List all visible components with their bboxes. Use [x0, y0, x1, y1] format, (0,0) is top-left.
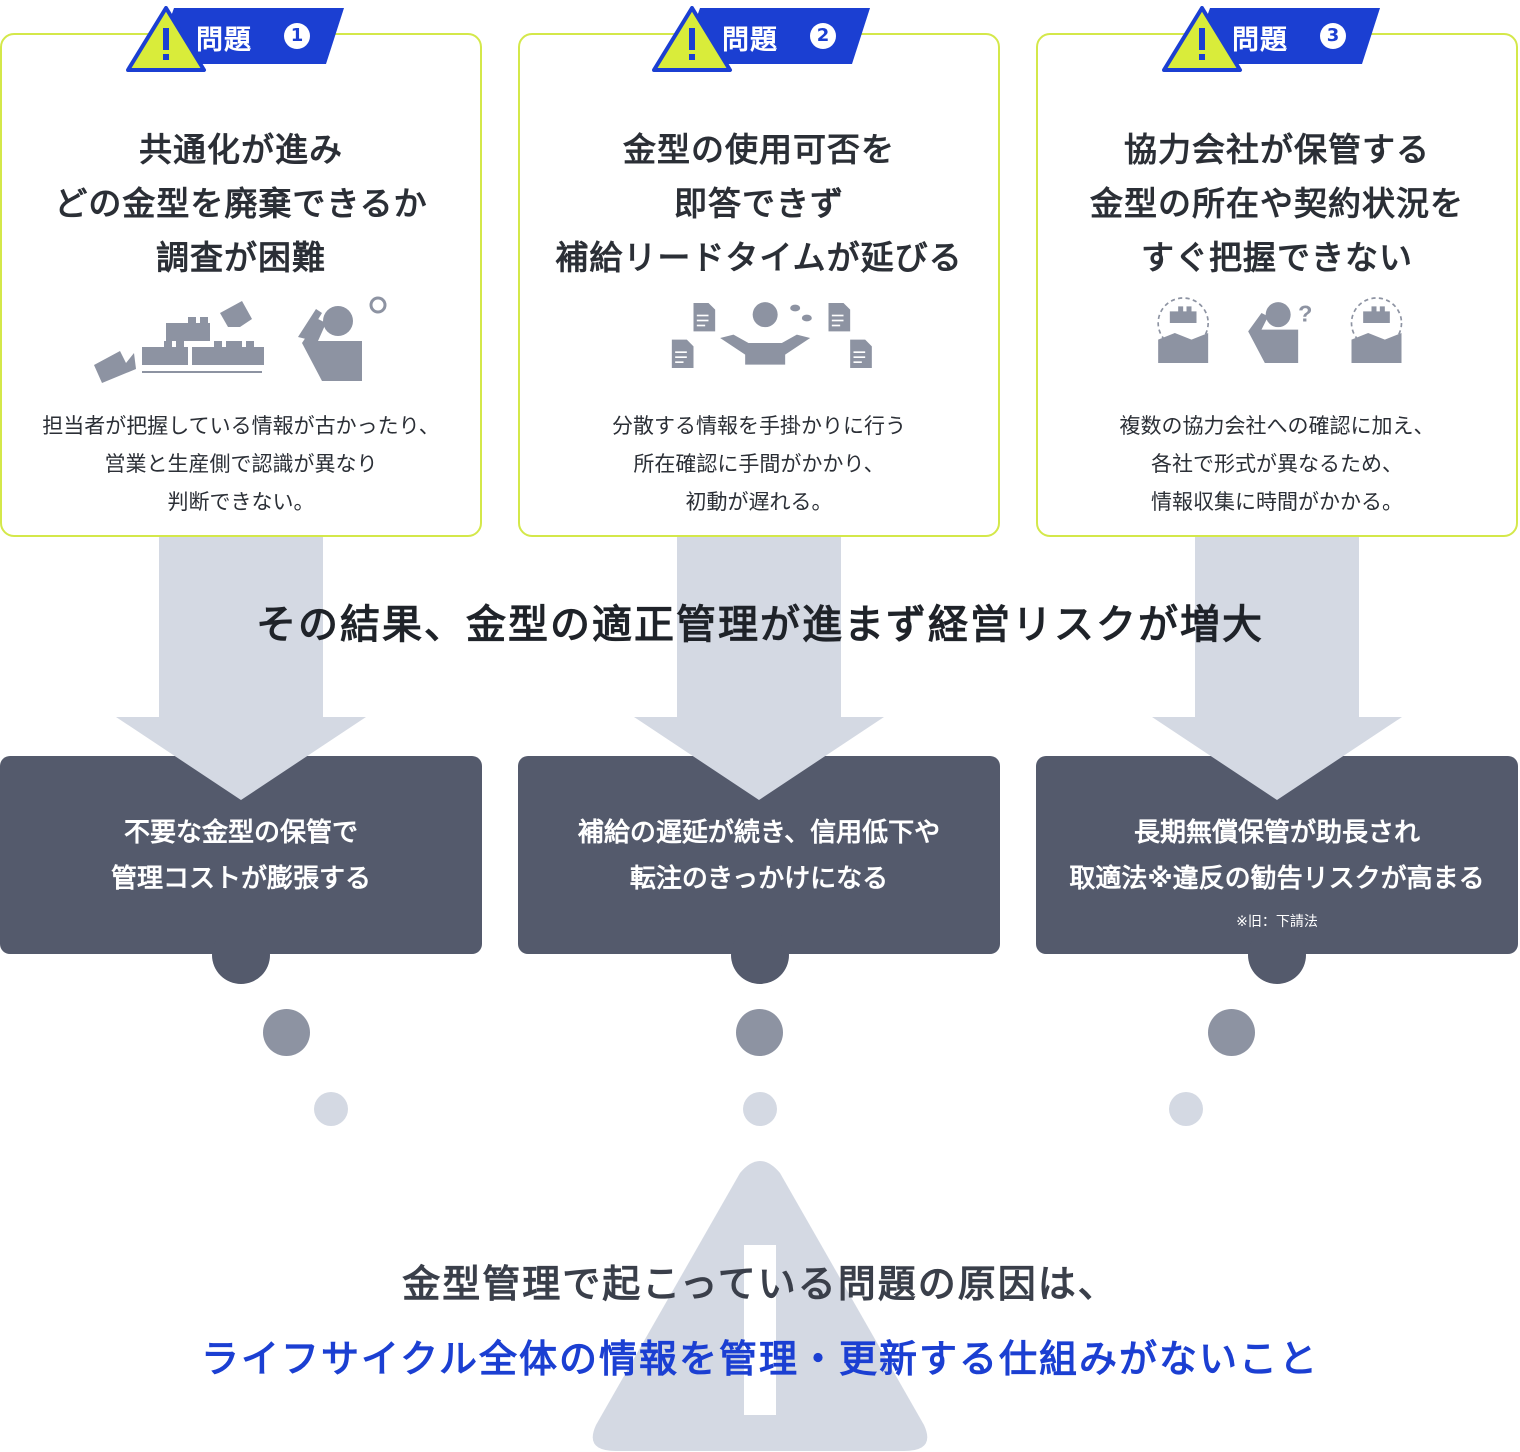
bubble-dot-small — [314, 1092, 348, 1126]
consequence-text-1: 不要な金型の保管で 管理コストが膨張する — [110, 818, 371, 894]
factory-icon — [1157, 297, 1403, 363]
bubble-dot-large — [731, 926, 789, 984]
conclusion-line-2: ライフサイクル全体の情報を管理・更新する仕組みがないこと — [200, 1337, 1320, 1381]
problem-badge-1: 問題 1 — [126, 6, 346, 72]
consequence-text-2: 補給の遅延が続き、信用低下や 転注のきっかけになる — [577, 818, 941, 894]
badge-label: 問題 — [722, 25, 778, 56]
bubble-dot-medium — [736, 1009, 783, 1056]
consequence-note: ※旧：下請法 — [1236, 914, 1318, 930]
down-arrow-1 — [116, 530, 366, 800]
bubble-dot-medium — [1208, 1009, 1255, 1056]
problem-title: 金型の使用可否を 即答できず 補給リードタイムが延びる — [555, 130, 963, 277]
down-arrow-2 — [634, 530, 884, 800]
problem-title: 協力会社が保管する 金型の所在や契約状況を すぐ把握できない — [1090, 130, 1464, 277]
problem-description: 担当者が把握している情報が古かったり、 営業と生産側で認識が異なり 判断できない… — [42, 414, 440, 514]
questioning-person-icon: ? — [1248, 300, 1312, 363]
badge-background — [652, 6, 870, 72]
svg-text:?: ? — [1298, 300, 1312, 326]
bubble-dot-large — [1248, 926, 1306, 984]
result-heading: その結果、金型の適正管理が進まず経営リスクが増大 — [256, 602, 1264, 648]
shrugging-person-icon — [720, 302, 812, 365]
bubble-dot-large — [212, 926, 270, 984]
document-icon — [671, 303, 872, 368]
problem-card-3: 協力会社が保管する 金型の所在や契約状況を すぐ把握できない ? 複数の協力会社… — [1036, 33, 1518, 537]
badge-label: 問題 — [1232, 25, 1288, 56]
down-arrow-3 — [1152, 530, 1402, 800]
badge-background — [126, 6, 344, 72]
conclusion-line-1: 金型管理で起こっている問題の原因は、 — [402, 1262, 1118, 1306]
badge-number: 2 — [810, 23, 836, 49]
problem-title: 共通化が進み どの金型を廃棄できるか 調査が困難 — [54, 130, 428, 277]
badge-label: 問題 — [196, 25, 252, 56]
problem-card-2: 金型の使用可否を 即答できず 補給リードタイムが延びる 分散する情報を手掛かりに… — [518, 33, 1000, 537]
bubble-dot-small — [1169, 1092, 1203, 1126]
broken-blocks-icon — [94, 301, 264, 383]
bubble-dot-small — [743, 1092, 777, 1126]
problem-description: 複数の協力会社への確認に加え、 各社で形式が異なるため、 情報収集に時間がかかる… — [1119, 414, 1435, 514]
consequence-text-3: 長期無償保管が助長され 取適法※違反の勧告リスクが高まる — [1069, 818, 1485, 894]
problem-description: 分散する情報を手掛かりに行う 所在確認に手間がかかり、 初動が遅れる。 — [612, 414, 906, 514]
badge-number: 1 — [284, 23, 310, 49]
badge-background — [1162, 6, 1380, 72]
large-warning-icon — [592, 1161, 928, 1451]
confused-person-icon — [298, 296, 387, 381]
problem-badge-3: 問題 3 — [1162, 6, 1382, 72]
bubble-dot-medium — [263, 1009, 310, 1056]
problem-card-1: 共通化が進み どの金型を廃棄できるか 調査が困難 担当者が把握している情報が古か… — [0, 33, 482, 537]
badge-number: 3 — [1320, 23, 1346, 49]
problem-badge-2: 問題 2 — [652, 6, 872, 72]
